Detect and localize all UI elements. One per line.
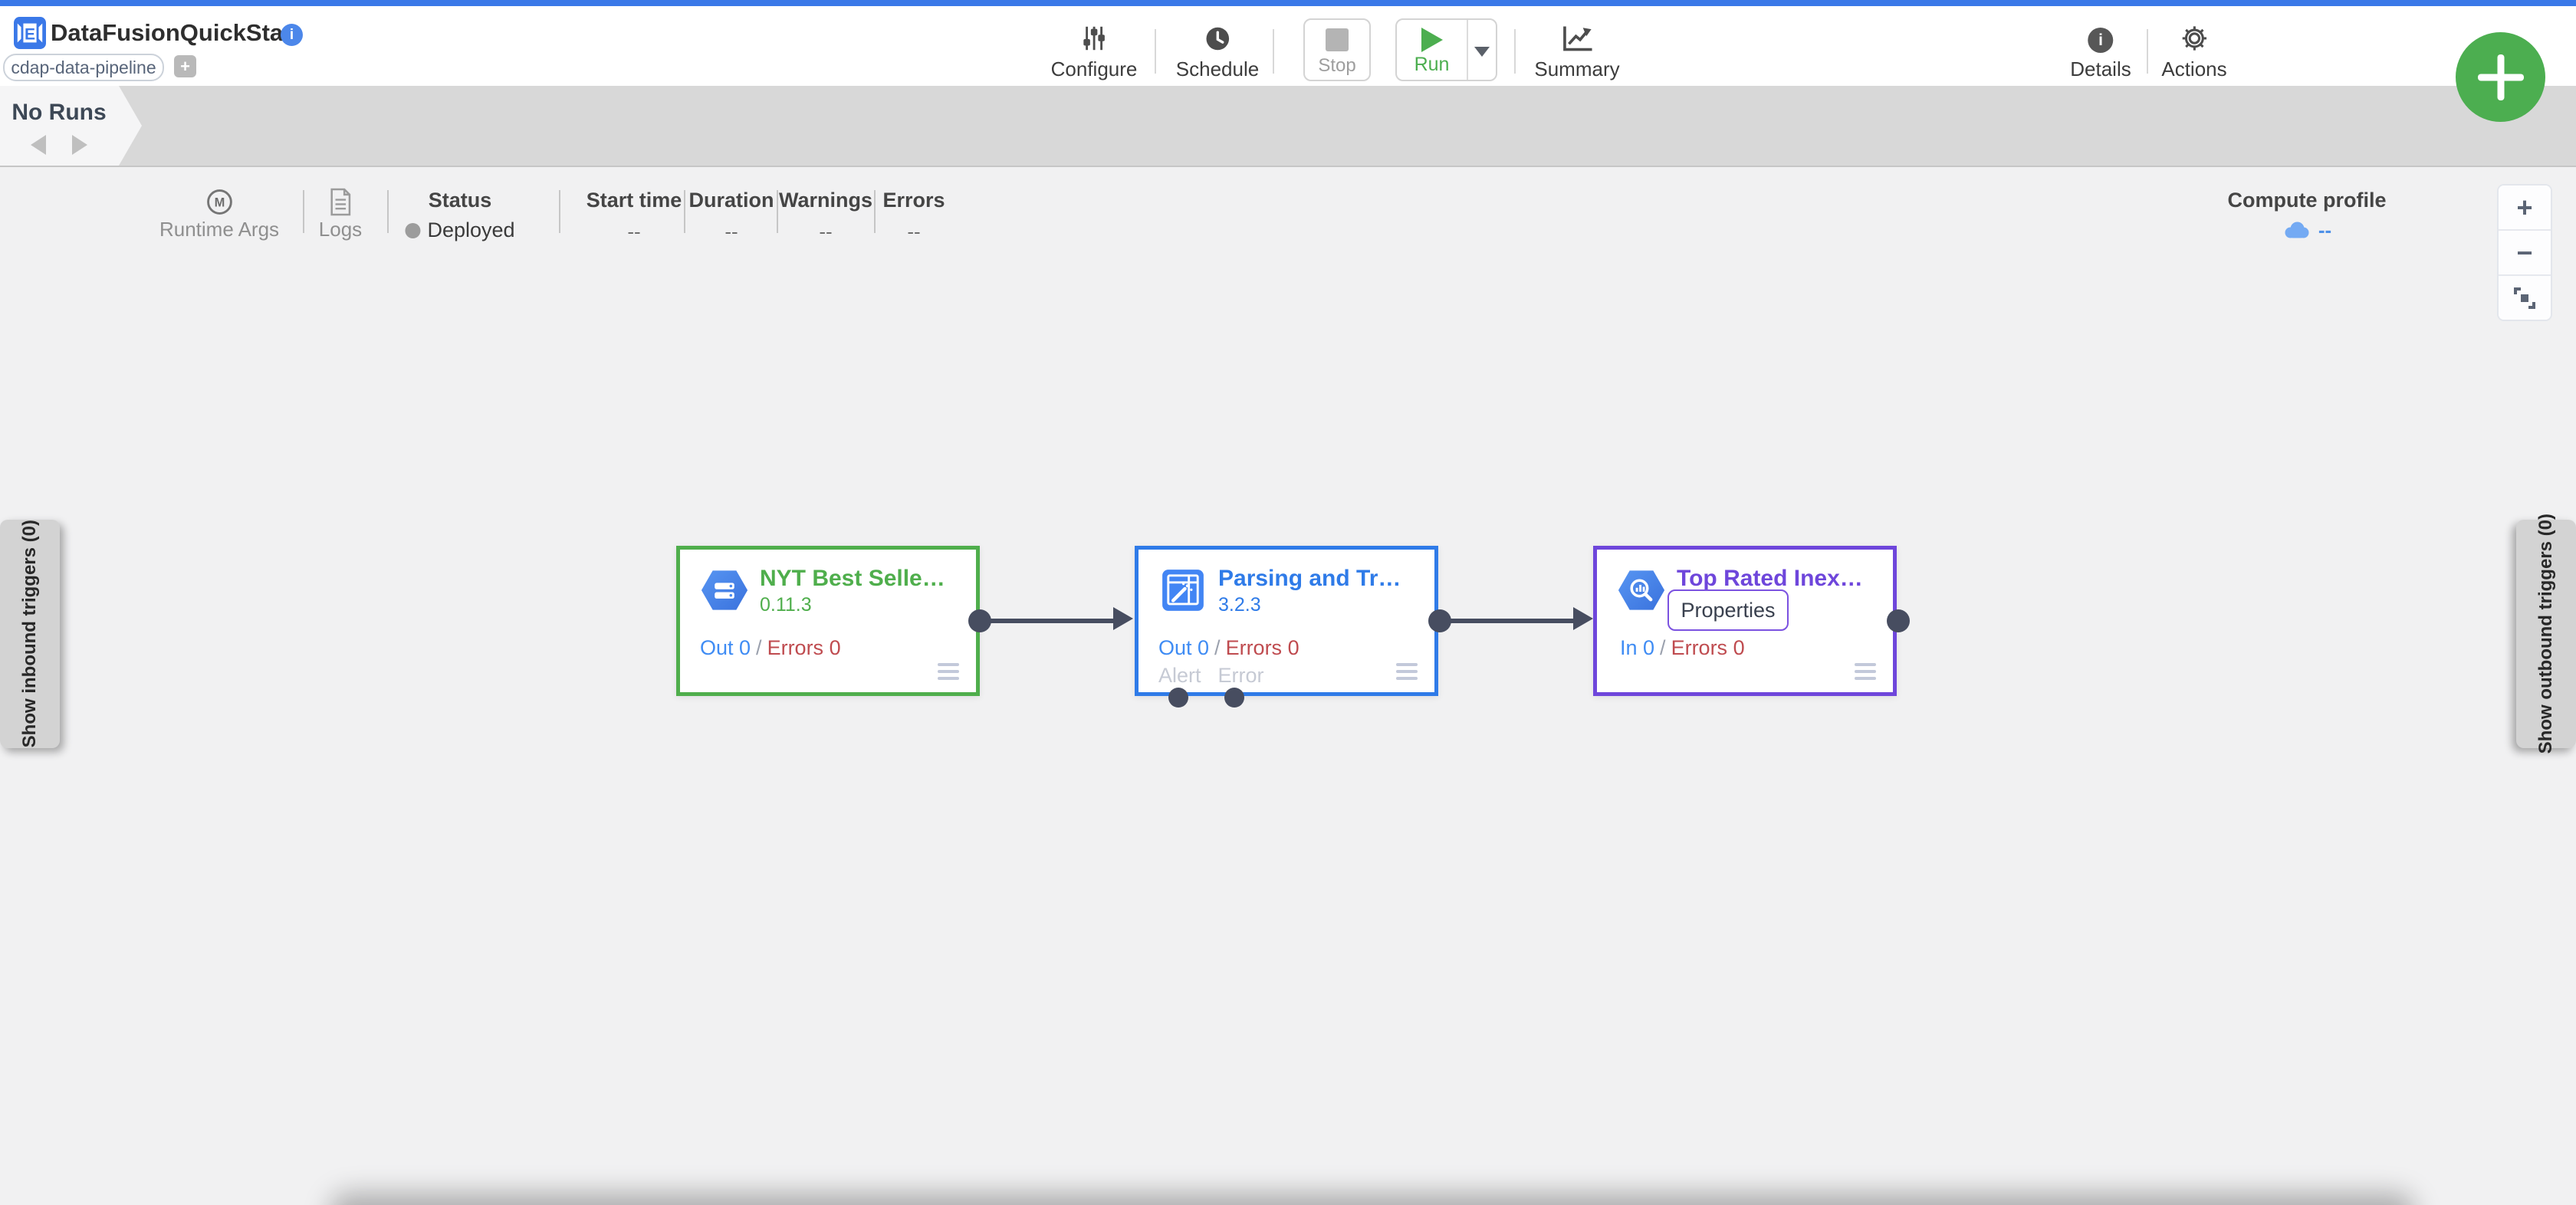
wrangler-plugin-icon — [1158, 568, 1208, 616]
actions-button[interactable]: Actions — [2161, 24, 2227, 81]
node-metrics: Out 0/Errors 0 — [700, 636, 841, 659]
add-tag-button[interactable]: + — [174, 55, 196, 77]
next-run-button[interactable] — [72, 135, 87, 155]
status-value: Deployed — [427, 218, 515, 241]
pipeline-type-tag: cdap-data-pipeline — [3, 54, 164, 81]
schedule-button[interactable]: Schedule — [1176, 24, 1259, 81]
node-version: 0.11.3 — [760, 594, 812, 616]
compute-profile[interactable]: Compute profile -- — [2227, 189, 2387, 241]
node-properties-button[interactable]: Properties — [1668, 589, 1789, 631]
node-metrics: Out 0/Errors 0 — [1158, 636, 1300, 659]
logs-button[interactable]: Logs — [319, 187, 362, 241]
configure-button[interactable]: Configure — [1051, 24, 1138, 81]
macro-icon: M — [159, 187, 279, 216]
run-options-dropdown[interactable] — [1468, 20, 1496, 80]
database-plugin-icon — [700, 568, 749, 616]
divider — [1273, 29, 1274, 74]
runtime-args-button[interactable]: M Runtime Args — [159, 187, 279, 241]
duration-column: Duration -- — [688, 189, 774, 243]
node-title: Top Rated Inex… — [1677, 566, 1863, 591]
top-accent-bar — [0, 0, 2576, 6]
gear-icon — [2161, 24, 2226, 53]
cdap-logo: E — [14, 17, 46, 53]
node-menu-icon[interactable] — [938, 659, 959, 680]
logo-letter: E — [25, 26, 35, 44]
divider — [684, 190, 685, 233]
add-entity-button[interactable] — [2456, 32, 2545, 122]
stop-icon — [1326, 28, 1349, 51]
pipeline-title: DataFusionQuickStart — [51, 19, 301, 46]
output-port[interactable] — [1428, 609, 1451, 632]
error-port-label: Error — [1217, 664, 1264, 687]
play-icon — [1421, 28, 1443, 52]
zoom-out-button[interactable]: − — [2499, 231, 2551, 276]
outbound-triggers-tab[interactable]: Show outbound triggers (0) — [2516, 514, 2576, 754]
runs-count-label: No Runs — [12, 100, 107, 125]
run-button[interactable]: Run — [1397, 20, 1468, 80]
clock-icon — [1176, 24, 1259, 53]
divider — [777, 190, 778, 233]
fit-to-screen-icon — [2514, 287, 2535, 309]
warnings-column: Warnings -- — [778, 189, 873, 243]
status-column: Status Deployed — [405, 189, 515, 242]
node-sink[interactable]: Top Rated Inex… Properties In 0/Errors 0 — [1593, 546, 1897, 696]
node-metrics: In 0/Errors 0 — [1620, 636, 1745, 659]
pipeline-info-icon[interactable]: i — [281, 24, 303, 46]
bigquery-plugin-icon — [1617, 568, 1666, 616]
svg-text:M: M — [214, 195, 225, 209]
node-source[interactable]: NYT Best Selle… 0.11.3 Out 0/Errors 0 — [676, 546, 980, 696]
canvas-zoom-controls: + − — [2497, 184, 2552, 321]
document-icon — [319, 187, 362, 216]
output-port[interactable] — [1887, 609, 1910, 632]
divider — [1514, 29, 1516, 74]
runs-navigator: No Runs — [0, 86, 142, 166]
node-transform[interactable]: Parsing and Tr… 3.2.3 Out 0/Errors 0 Ale… — [1135, 546, 1438, 696]
edge-transform-to-sink — [1446, 619, 1575, 623]
error-port[interactable] — [1224, 688, 1244, 708]
errors-column: Errors -- — [882, 189, 945, 243]
start-time-column: Start time -- — [586, 189, 682, 243]
node-title: Parsing and Tr… — [1218, 566, 1401, 591]
fit-to-screen-button[interactable] — [2499, 276, 2551, 320]
divider — [387, 190, 389, 233]
output-port[interactable] — [968, 609, 991, 632]
node-version: 3.2.3 — [1218, 594, 1261, 616]
run-status-bar: No Runs M Runtime Args Logs — [0, 86, 2576, 243]
alert-port-label: Alert — [1158, 664, 1201, 687]
inbound-triggers-tab[interactable]: Show inbound triggers (0) — [0, 520, 60, 748]
divider — [303, 190, 304, 233]
divider — [2147, 29, 2148, 74]
cloud-icon — [2285, 222, 2309, 238]
compute-profile-value: -- — [2318, 218, 2332, 241]
divider — [559, 190, 560, 233]
previous-run-button[interactable] — [31, 135, 46, 155]
info-icon: i — [2070, 24, 2131, 53]
zoom-in-button[interactable]: + — [2499, 186, 2551, 231]
sliders-icon — [1051, 24, 1138, 53]
status-dot — [405, 222, 421, 238]
node-menu-icon[interactable] — [1396, 659, 1418, 680]
alert-port[interactable] — [1168, 688, 1188, 708]
divider — [874, 190, 876, 233]
details-button[interactable]: i Details — [2070, 24, 2131, 81]
edge-arrowhead — [1113, 607, 1133, 630]
edge-arrowhead — [1573, 607, 1593, 630]
summary-button[interactable]: Summary — [1534, 24, 1620, 81]
chevron-down-icon — [1474, 46, 1490, 57]
chart-icon — [1534, 24, 1619, 53]
node-port-labels: Alert Error — [1158, 664, 1281, 688]
node-title: NYT Best Selle… — [760, 566, 945, 591]
stop-button[interactable]: Stop — [1303, 18, 1371, 81]
edge-source-to-transform — [986, 619, 1115, 623]
divider — [1155, 29, 1156, 74]
run-button-group: Run — [1395, 18, 1497, 81]
node-menu-icon[interactable] — [1855, 659, 1876, 680]
